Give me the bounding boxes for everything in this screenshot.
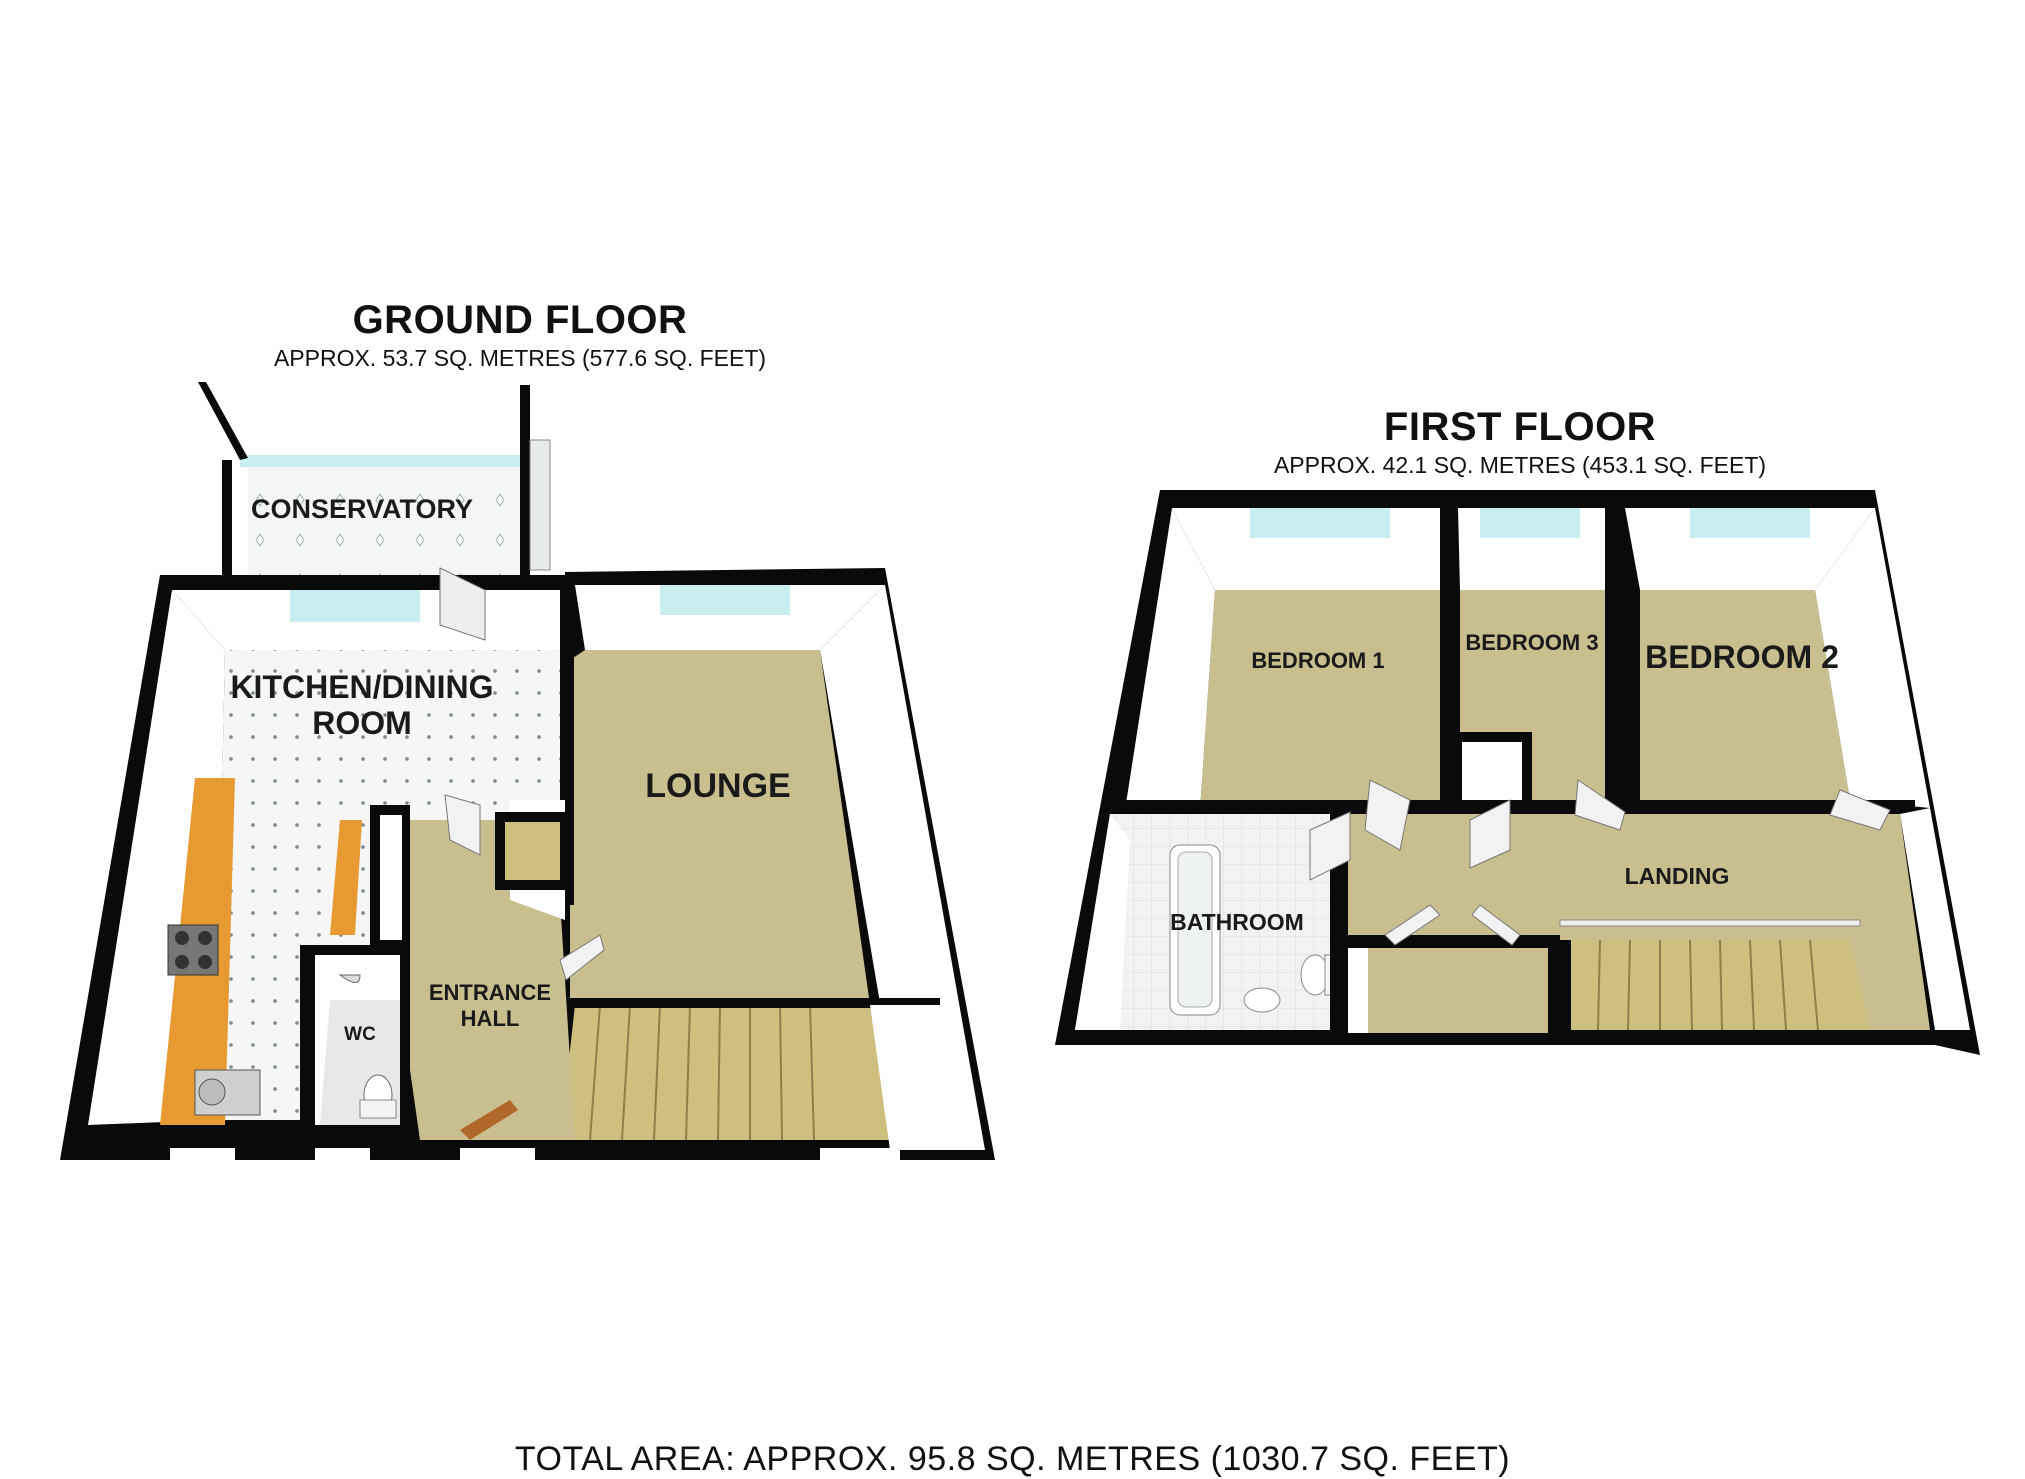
ground-floor-area: APPROX. 53.7 SQ. METRES (577.6 SQ. FEET) [273,345,767,371]
label-landing: LANDING [1625,863,1730,889]
first-floor-plan [1055,490,1980,1055]
wc-room [300,945,410,1140]
total-area: TOTAL AREA: APPROX. 95.8 SQ. METRES (103… [514,1440,1511,1478]
label-lounge: LOUNGE [645,767,790,805]
lounge-floor [570,650,870,1005]
label-entrance-line1: ENTRANCE [429,980,551,1005]
bedroom2-floor [1640,590,1850,800]
kitchen-worktop-island [330,820,362,935]
label-kitchen-line1: KITCHEN/DINING [230,669,493,705]
label-wc: WC [344,1024,376,1045]
label-bedroom3: BEDROOM 3 [1465,630,1598,655]
label-conservatory: CONSERVATORY [251,494,473,524]
ground-floor-title: GROUND FLOOR [352,298,688,342]
bedroom1-floor [1200,590,1440,810]
bathroom-room [1075,814,1345,1030]
label-bedroom1: BEDROOM 1 [1251,648,1384,673]
ground-stairs [560,998,940,1141]
label-bedroom2: BEDROOM 2 [1645,639,1839,675]
first-floor-title: FIRST FLOOR [1383,405,1657,449]
conservatory-room [198,382,551,575]
label-bathroom: BATHROOM [1170,909,1304,935]
ground-floor-plan [60,382,995,1160]
first-stairs [1555,919,1870,1040]
first-floor-area: APPROX. 42.1 SQ. METRES (453.1 SQ. FEET) [1273,452,1767,478]
label-entrance-line2: HALL [461,1006,520,1031]
label-kitchen-line2: ROOM [312,705,412,741]
